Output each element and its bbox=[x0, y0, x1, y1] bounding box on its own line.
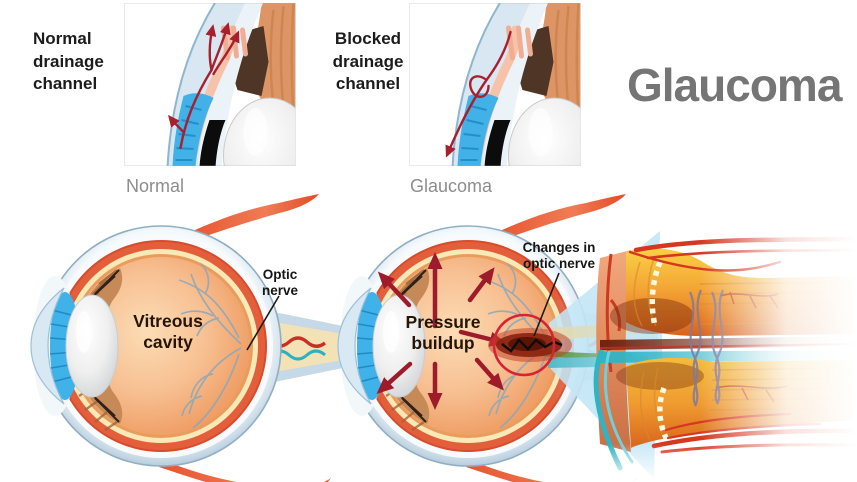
optic-nerve-damage bbox=[488, 328, 572, 362]
normal-flow-arrows bbox=[168, 22, 240, 150]
blocked-drainage-label: Blocked drainage channel bbox=[332, 29, 404, 94]
pressure-buildup-label: Pressure buildup bbox=[405, 312, 481, 354]
vitreous-cavity-label: Vitreous cavity bbox=[133, 311, 203, 353]
caption-glaucoma: Glaucoma bbox=[410, 176, 493, 196]
optic-nerve-label: Optic nerve bbox=[261, 267, 299, 298]
normal-drainage-label: Normal drainage channel bbox=[33, 29, 104, 94]
blocked-flow-arrows bbox=[445, 30, 512, 158]
inset-blocked-drainage bbox=[409, 2, 601, 214]
highlight-circle bbox=[492, 313, 556, 377]
changes-optic-nerve-label: Changes in optic nerve bbox=[522, 240, 596, 271]
pointer-line-optic-nerve bbox=[246, 295, 280, 351]
pointer-line-changes bbox=[533, 272, 560, 337]
page-title: Glaucoma bbox=[627, 59, 842, 111]
caption-normal: Normal bbox=[126, 176, 185, 196]
inset-normal-drainage bbox=[124, 2, 316, 214]
optic-nerve-closeup bbox=[593, 224, 857, 482]
